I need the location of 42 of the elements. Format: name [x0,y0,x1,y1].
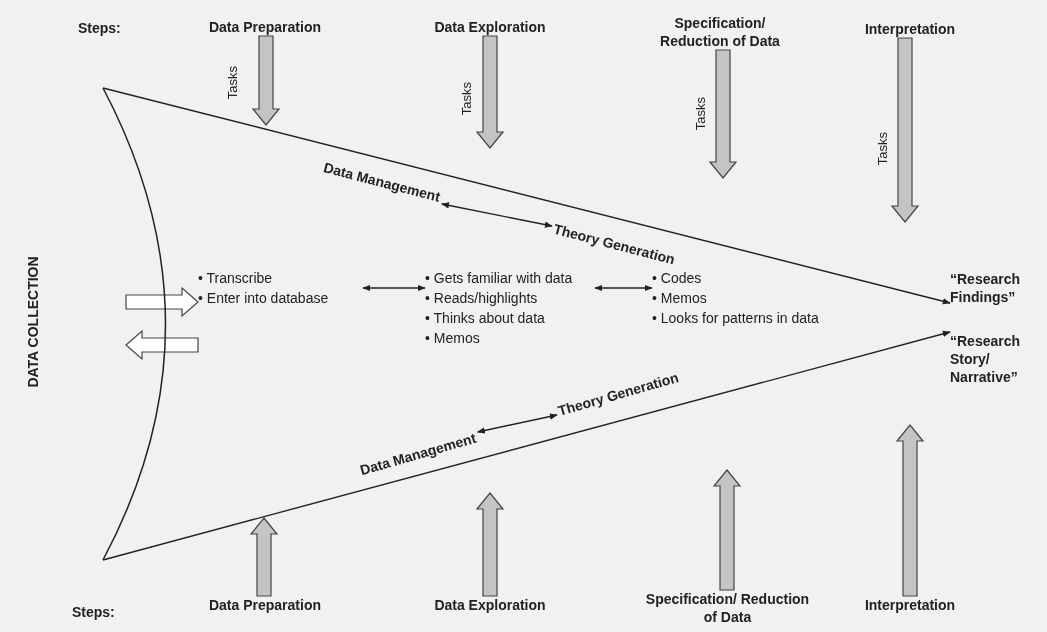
outcome-label: “Research Story/ Narrative” [950,332,1045,386]
block-arrow [712,469,742,591]
step-label: Specification/ Reduction of Data [640,14,800,50]
vertical-label: DATA COLLECTION [24,255,42,390]
double-arrow [476,413,558,434]
step-label: Specification/ Reduction of Data [645,590,810,626]
block-arrow [895,424,925,597]
bullet-item: • Transcribe [198,269,274,288]
arrow [102,87,951,305]
block-arrow [125,286,199,318]
row-heading: Steps: [72,604,115,620]
outcome-label: “Research Findings” [950,270,1045,306]
bullet-item: • Looks for patterns in data [652,309,820,328]
block-arrow [890,37,920,223]
bullet-item: • Memos [652,289,708,308]
bullet-item: • Enter into database [198,289,330,308]
step-label: Interpretation [845,596,975,614]
edge-label: Tasks [692,95,708,133]
bullet-item: • Memos [425,329,481,348]
double-arrow [594,284,653,292]
block-arrow [708,49,738,179]
row-heading: Steps: [78,20,121,36]
block-arrow [475,35,505,149]
bullet-item: • Reads/highlights [425,289,539,308]
bullet-item: • Gets familiar with data [425,269,574,288]
step-label: Data Preparation [200,18,330,36]
step-label: Data Preparation [200,596,330,614]
edge-label: Tasks [458,80,474,118]
double-arrow [441,202,553,228]
block-arrow [251,35,281,126]
edge-label: Tasks [874,130,890,168]
block-arrow [249,517,279,597]
block-arrow [125,329,199,361]
block-arrow [475,492,505,597]
step-label: Data Exploration [425,18,555,36]
step-label: Data Exploration [425,596,555,614]
bullet-item: • Codes [652,269,703,288]
step-label: Interpretation [845,20,975,38]
bullet-item: • Thinks about data [425,309,546,328]
arrow [102,330,951,561]
edge-label: Tasks [224,64,240,102]
double-arrow [362,284,426,292]
